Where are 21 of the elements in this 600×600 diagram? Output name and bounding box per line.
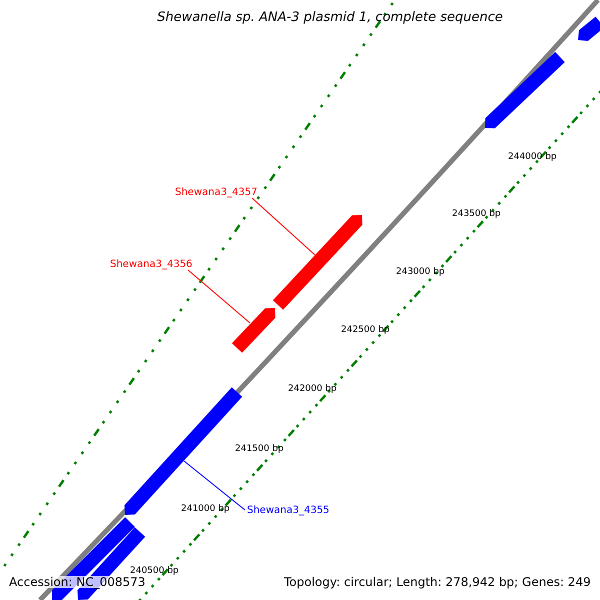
accession-note: Accession: NC_008573 [9,576,146,588]
scale-label: 240500 bp [130,567,179,576]
gene-label: Shewana3_4356 [110,260,192,270]
diagram-title: Shewanella sp. ANA-3 plasmid 1, complete sequence [156,11,504,24]
leader-line [184,460,246,510]
scale-label: 241500 bp [235,445,284,454]
gene-label: Shewana3_4357 [175,188,258,198]
gene-feature [232,308,276,353]
leader-line [252,198,316,256]
gene-label: Shewana3_4355 [247,506,330,516]
gene-feature [578,16,600,41]
sequence-info: Topology: circular; Length: 278,942 bp; Genes: 249 [284,576,591,588]
gene-feature [272,215,362,310]
scale-label: 241000 bp [181,505,230,514]
scale-label: 242500 bp [341,326,390,335]
scale-label: 244000 bp [508,153,557,162]
scale-label: 243500 bp [452,210,501,219]
scale-label: 243000 bp [396,268,445,277]
scale-label: 242000 bp [288,385,337,394]
gene-feature [485,52,565,128]
leader-line [188,270,250,324]
